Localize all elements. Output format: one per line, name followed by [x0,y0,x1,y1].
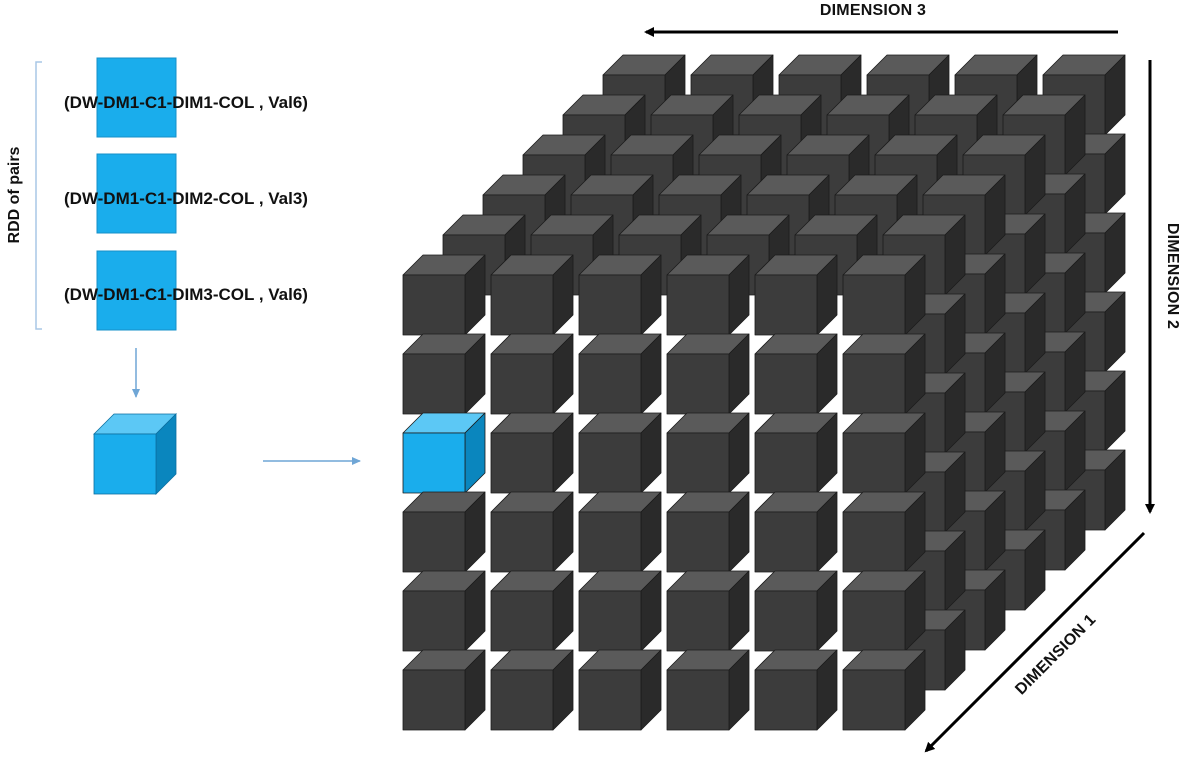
cube-cell [842,254,926,336]
cube-cell [402,570,486,652]
cube-cell [754,412,838,494]
cube-cell [578,254,662,336]
cube-cell [578,412,662,494]
cube-cell [490,491,574,573]
single-cell-cube [93,413,177,495]
cube-cell [578,333,662,415]
cube-cell [666,491,750,573]
cube-cell [754,570,838,652]
pair-box-1 [96,57,177,138]
highlighted-cell [402,412,486,494]
dimension1-arrow [924,531,1146,753]
pair-box-2 [96,153,177,234]
cube-cell [490,649,574,731]
cube-cell [402,491,486,573]
cube-cell [842,333,926,415]
cube-cell [842,491,926,573]
cube-cell [490,412,574,494]
cube-cell [666,412,750,494]
rdd-label: RDD of pairs [6,146,23,243]
cube-cell [842,649,926,731]
cube-cell [490,254,574,336]
dimension1-label: DIMENSION 1 [1012,611,1099,698]
cube-cell [754,254,838,336]
cube-cell [490,570,574,652]
pair-label-3: (DW-DM1-C1-DIM3-COL , Val6) [64,285,308,304]
cube-cell [578,491,662,573]
cube-cell [402,333,486,415]
rdd-pairs: (DW-DM1-C1-DIM1-COL , Val6) (DW-DM1-C1-D… [64,57,308,331]
cube-cell [666,649,750,731]
cube-cell [578,570,662,652]
cube-cell [578,649,662,731]
pair-box-3 [96,250,177,331]
dimension3-label: DIMENSION 3 [820,2,926,19]
cube-cell [754,491,838,573]
pair-label-1: (DW-DM1-C1-DIM1-COL , Val6) [64,93,308,112]
cube-cell [666,333,750,415]
pair-label-2: (DW-DM1-C1-DIM2-COL , Val3) [64,189,308,208]
cube-cell [490,333,574,415]
cube-cell [666,570,750,652]
dimension2-label: DIMENSION 2 [1164,223,1181,329]
cube-cell [754,649,838,731]
cube-cell [754,333,838,415]
rdd-bracket: RDD of pairs [6,61,42,330]
cube-cell [842,412,926,494]
data-cube [402,54,1126,731]
cube-cell [402,254,486,336]
cube-cell [842,570,926,652]
cube-cell [666,254,750,336]
cube-cell [402,649,486,731]
